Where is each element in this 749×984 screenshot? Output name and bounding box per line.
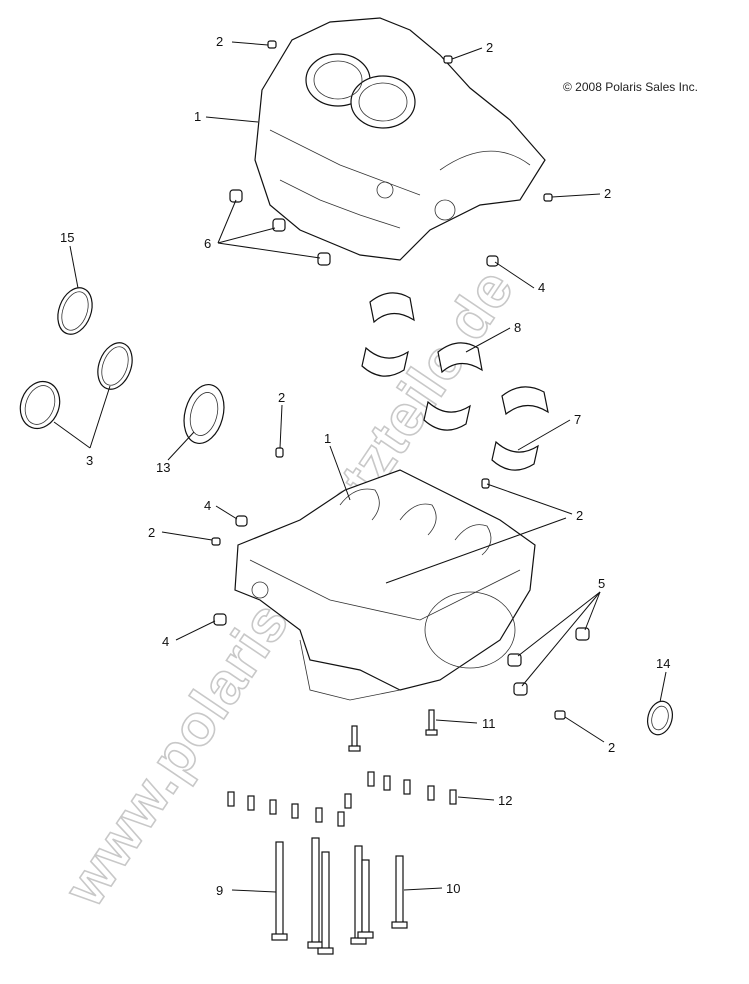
copyright-notice: © 2008 Polaris Sales Inc. — [563, 80, 698, 94]
callout-2: 2 — [486, 40, 493, 55]
callout-10: 10 — [446, 881, 460, 896]
upper-crankcase — [254, 17, 546, 261]
callout-2: 2 — [608, 740, 615, 755]
callout-6: 6 — [204, 236, 211, 251]
callout-12: 12 — [498, 793, 512, 808]
callout-2: 2 — [576, 508, 583, 523]
callout-14: 14 — [656, 656, 670, 671]
callout-2: 2 — [216, 34, 223, 49]
callout-2: 2 — [604, 186, 611, 201]
oil-seal-14 — [647, 700, 673, 736]
callout-2: 2 — [148, 525, 155, 540]
callout-5: 5 — [598, 576, 605, 591]
callout-2: 2 — [278, 390, 285, 405]
callout-11: 11 — [482, 716, 496, 731]
lower-crankcase — [234, 469, 536, 701]
callout-4: 4 — [538, 280, 545, 295]
hollow-dowels — [507, 627, 590, 696]
callout-1: 1 — [194, 109, 201, 124]
bearing-shells — [361, 292, 549, 471]
callout-1: 1 — [324, 431, 331, 446]
callouts: 2 2 1 2 6 15 4 8 2 7 3 13 1 2 4 2 5 4 14… — [60, 34, 670, 898]
leader-lines — [53, 41, 667, 893]
nuts — [229, 189, 331, 266]
callout-9: 9 — [216, 883, 223, 898]
callout-13: 13 — [156, 460, 170, 475]
bolts-long — [271, 837, 408, 955]
callout-4: 4 — [204, 498, 211, 513]
callout-3: 3 — [86, 453, 93, 468]
callout-8: 8 — [514, 320, 521, 335]
seal-rings — [19, 287, 133, 430]
bushings — [213, 255, 499, 626]
callout-15: 15 — [60, 230, 74, 245]
bolts-short — [227, 709, 457, 827]
oil-seal-13 — [183, 384, 225, 444]
callout-7: 7 — [574, 412, 581, 427]
callout-4: 4 — [162, 634, 169, 649]
